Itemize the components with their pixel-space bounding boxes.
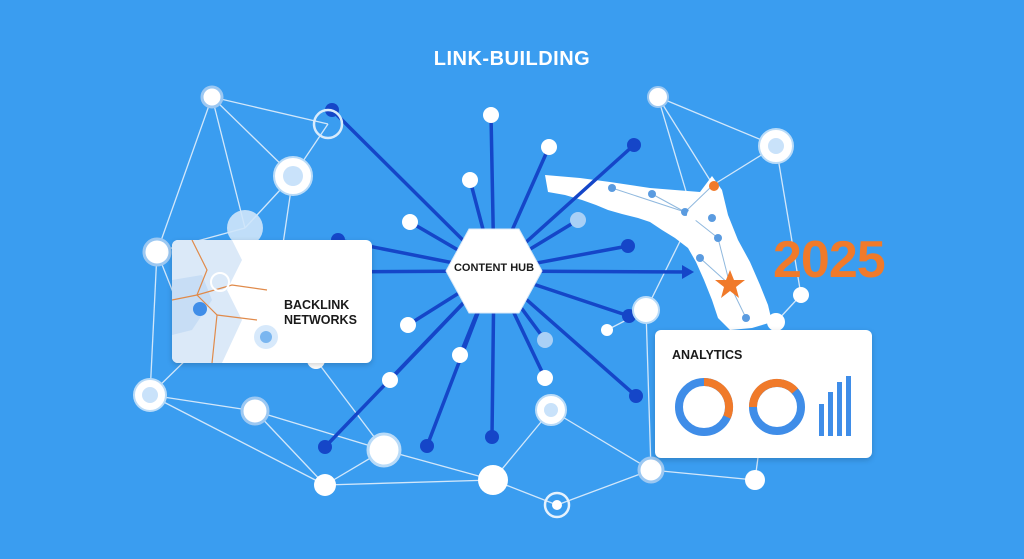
analytics-card: ANALYTICS: [655, 330, 872, 458]
spoke-nodes: [308, 103, 643, 454]
backlink-networks-label: BACKLINK NETWORKS: [284, 298, 357, 327]
arrow-icon: [682, 265, 694, 279]
analytics-label: ANALYTICS: [672, 348, 743, 362]
backlink-map-graphic: [172, 240, 278, 363]
star-icon: [715, 270, 745, 298]
content-hub-label: CONTENT HUB: [453, 262, 535, 274]
bar-chart-icon: [819, 376, 851, 436]
content-hub-hexagon: [445, 228, 543, 314]
year-label: 2025: [773, 231, 886, 289]
network-nodes: [133, 85, 809, 519]
orange-map-node: [709, 181, 719, 191]
donut-chart-icon-1: [675, 377, 734, 436]
page-title: LINK-BUILDING: [433, 48, 591, 70]
donut-chart-icon-2: [748, 378, 805, 435]
backlink-networks-card: BACKLINK NETWORKS: [172, 240, 372, 363]
analytics-graphics: [675, 376, 851, 436]
